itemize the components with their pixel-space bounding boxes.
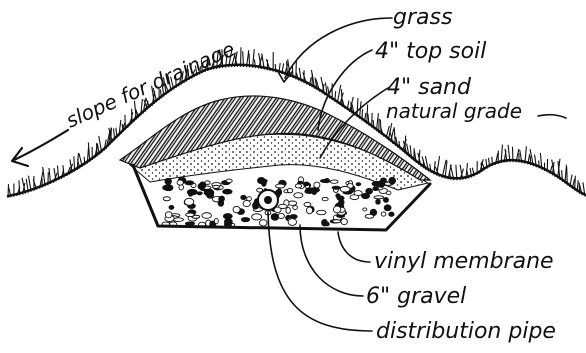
- gravel-stone: [184, 198, 193, 205]
- gravel-stone: [163, 185, 172, 190]
- grass-blade: [567, 167, 568, 185]
- gravel-stone: [278, 204, 287, 208]
- grass-blade: [99, 136, 102, 153]
- gravel-stone: [204, 189, 214, 196]
- gravel-stone: [163, 197, 170, 201]
- grass-blade: [341, 89, 342, 107]
- gravel-stone: [197, 192, 202, 195]
- label-grass: grass: [393, 5, 452, 30]
- gravel-stone: [188, 191, 192, 196]
- gravel-stone: [219, 196, 225, 202]
- grass-blade: [74, 156, 75, 171]
- gravel-stone: [288, 201, 297, 205]
- gravel-stone: [304, 202, 311, 206]
- gravel-stone: [241, 218, 249, 222]
- gravel-stone: [376, 199, 381, 204]
- gravel-stone: [258, 179, 267, 183]
- label-top-soil: 4" top soil: [375, 39, 486, 64]
- gravel-stone: [223, 189, 232, 194]
- gravel-stone: [271, 214, 278, 221]
- gravel-stone: [312, 189, 317, 195]
- grass-blade: [492, 157, 493, 166]
- grass-blade: [372, 113, 373, 128]
- gravel-stone: [293, 205, 298, 209]
- gravel-stone: [259, 220, 266, 226]
- gravel-stone: [314, 182, 320, 188]
- gravel-stone: [333, 206, 340, 213]
- label-gravel: 6" gravel: [366, 284, 466, 309]
- gravel-stone: [356, 183, 361, 186]
- gravel-stone: [333, 220, 341, 223]
- gravel-stone: [303, 182, 309, 186]
- gravel-stone: [214, 218, 218, 223]
- trench: [120, 96, 430, 230]
- label-natural-grade: natural grade: [386, 99, 522, 123]
- gravel-stone: [186, 213, 195, 217]
- gravel-stone: [330, 180, 338, 183]
- gravel-stone: [212, 185, 219, 188]
- gravel-stone: [294, 193, 303, 198]
- gravel-stone: [287, 188, 292, 192]
- gravel-stone: [321, 179, 330, 182]
- gravel-stone: [165, 212, 171, 218]
- gravel-stone: [233, 206, 240, 213]
- label-sand: 4" sand: [387, 75, 472, 100]
- gravel-stone: [177, 180, 183, 185]
- gravel-stone: [223, 214, 232, 219]
- gravel-stone: [332, 186, 340, 189]
- gravel-stone: [288, 219, 296, 226]
- vinyl-membrane-leader: [338, 232, 370, 262]
- gravel-stone: [350, 195, 359, 200]
- natural-grade-leader: [538, 115, 566, 118]
- gravel-stone: [384, 205, 391, 211]
- gravel-stone: [340, 186, 350, 192]
- gravel-stone: [241, 195, 246, 199]
- label-distribution-pipe: distribution pipe: [376, 319, 556, 344]
- gravel-stone: [341, 218, 347, 224]
- gravel-stone: [185, 222, 194, 225]
- gravel-stone: [275, 184, 284, 188]
- gravel-stone: [363, 208, 367, 211]
- grass-blade: [512, 147, 513, 162]
- gravel-stone: [286, 207, 291, 213]
- gravel-stone: [322, 197, 328, 200]
- gravel-stone: [317, 210, 326, 214]
- grass-blade: [337, 85, 341, 104]
- gravel-stone: [366, 188, 373, 194]
- gravel-stone: [185, 181, 194, 185]
- grass-blade: [84, 157, 85, 166]
- gravel-stone: [325, 222, 329, 225]
- gravel-leader: [300, 225, 363, 296]
- label-vinyl-membrane: vinyl membrane: [374, 249, 554, 274]
- gravel-stone: [383, 197, 388, 202]
- gravel-stone: [381, 212, 386, 216]
- distribution-pipe: [258, 190, 278, 210]
- gravel-stone: [337, 196, 344, 200]
- gravel-stone: [247, 197, 252, 201]
- gravel-stone: [174, 218, 184, 222]
- gravel-stone: [365, 214, 374, 218]
- gravel-stone: [202, 213, 212, 219]
- gravel-stone: [226, 179, 232, 183]
- gravel-stone: [199, 182, 206, 189]
- gravel-stone: [373, 187, 379, 191]
- grass-blade: [575, 176, 576, 191]
- gravel-stone: [243, 200, 250, 206]
- gravel-stone: [295, 184, 301, 188]
- gravel-stone: [252, 214, 262, 220]
- grass-blade: [88, 142, 89, 161]
- grass-blade: [362, 109, 363, 120]
- grass-blade: [19, 180, 20, 195]
- grass-blade: [43, 167, 45, 186]
- gravel-stone: [389, 212, 394, 216]
- gravel-stone: [386, 191, 391, 195]
- slope-arrow: [12, 130, 68, 166]
- gravel-stone: [169, 205, 174, 209]
- grass-blade: [296, 61, 297, 80]
- gravel-stone: [374, 196, 384, 199]
- gravel-stone: [306, 207, 312, 214]
